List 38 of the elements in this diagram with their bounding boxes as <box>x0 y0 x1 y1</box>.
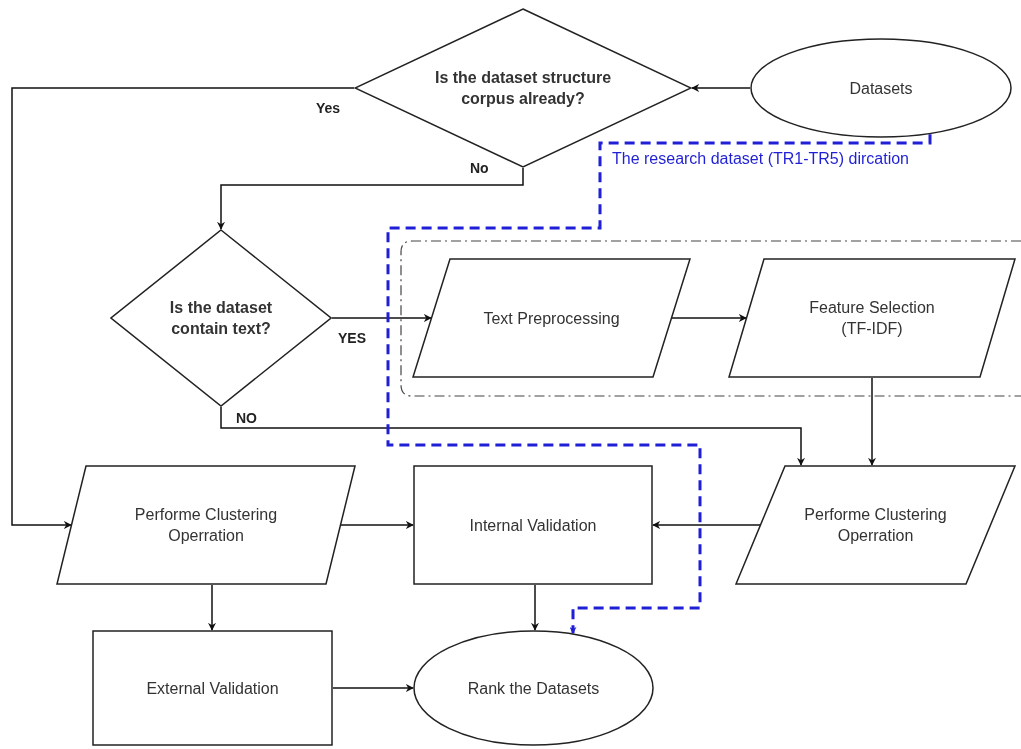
edge-label: The research dataset (TR1-TR5) dircation <box>612 149 909 169</box>
arrow <box>217 167 524 230</box>
decision-diamond <box>110 229 332 407</box>
io-parallelogram <box>412 258 691 378</box>
arrow <box>671 314 747 322</box>
terminal-ellipse <box>413 630 654 746</box>
dashed-arrow <box>386 133 932 634</box>
node-label: Performe Clustering Operration <box>803 505 948 546</box>
node-label: Is the dataset structure corpus already? <box>433 68 613 109</box>
node-label: External Validation <box>146 678 279 699</box>
process-box <box>92 630 333 746</box>
edge-label: No <box>470 159 489 178</box>
arrow <box>652 521 761 529</box>
arrow <box>331 314 432 322</box>
terminal-ellipse <box>750 38 1012 138</box>
arrow <box>868 377 876 466</box>
arrow <box>208 584 216 631</box>
io-parallelogram <box>735 465 1016 585</box>
process-box <box>413 465 653 585</box>
io-parallelogram <box>56 465 356 585</box>
edge-label: NO <box>236 409 257 428</box>
node-label: Performe Clustering Operration <box>133 505 279 546</box>
group-frame <box>400 240 1021 397</box>
node-label: Text Preprocessing <box>483 308 620 329</box>
edge-label: YES <box>338 329 366 348</box>
arrow <box>220 406 805 466</box>
node-label: Is the dataset contain text? <box>168 298 274 339</box>
edge-label: Yes <box>316 99 341 118</box>
arrow <box>11 87 355 529</box>
arrow <box>691 84 751 92</box>
arrow <box>531 584 539 631</box>
node-label: Rank the Datasets <box>467 678 600 699</box>
node-label: Internal Validation <box>469 515 597 536</box>
arrow <box>332 684 414 692</box>
arrow <box>340 521 414 529</box>
io-parallelogram <box>728 258 1016 378</box>
node-label: Datasets <box>849 78 913 99</box>
node-label: Feature Selection (TF-IDF) <box>808 298 936 339</box>
